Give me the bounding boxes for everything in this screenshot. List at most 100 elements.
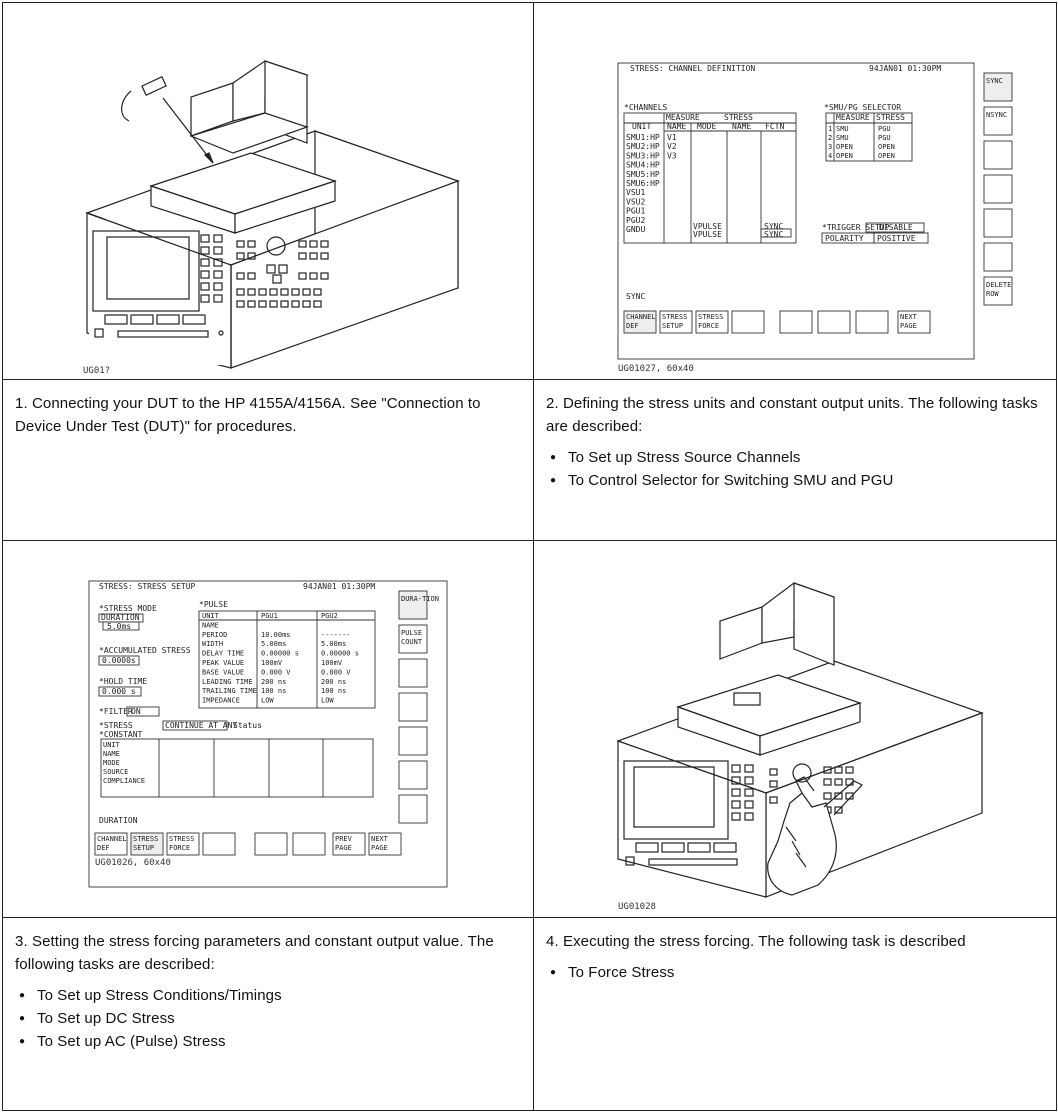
selector-stress-cell: OPEN <box>878 152 895 160</box>
pgu1-value: 5.00ms <box>261 641 286 649</box>
step-4-paragraph: 4. Executing the stress forcing. The fol… <box>546 930 1046 953</box>
list-item: To Set up Stress Conditions/Timings <box>15 984 523 1007</box>
status-text: SYNC <box>626 292 645 301</box>
mode-value: DURATION <box>101 613 140 622</box>
stress-status-suffix: Status <box>233 721 262 730</box>
pulse-param-name: LEADING TIME <box>202 678 253 686</box>
col-measure: MEASURE <box>666 113 700 122</box>
list-item: To Control Selector for Switching SMU an… <box>546 469 1046 492</box>
setup-title: STRESS: STRESS SETUP <box>99 582 196 591</box>
pgu1-value: 100mV <box>261 659 283 667</box>
step-1-paragraph: 1. Connecting your DUT to the HP 4155A/4… <box>15 392 523 438</box>
bottom-key-label: STRESS <box>133 835 158 843</box>
constant-param-name: COMPLIANCE <box>103 777 145 785</box>
unit-cell: VSU1 <box>626 188 645 197</box>
bottom-key-label: PAGE <box>900 322 917 330</box>
pulse-param-name: NAME <box>202 622 219 630</box>
filter-label: *FILTER <box>99 707 133 716</box>
side-key-label: PULSE <box>401 629 422 637</box>
selector-measure-cell: SMU <box>836 125 849 133</box>
step-2-text: 2. Defining the stress units and constan… <box>534 380 1057 541</box>
side-key-label: NSYNC <box>986 111 1007 119</box>
pgu1-value: 0.00000 s <box>261 650 299 658</box>
pulse-param-name: IMPEDANCE <box>202 697 240 705</box>
side-key-label: COUNT <box>401 638 423 646</box>
constant-param-name: UNIT <box>103 741 121 749</box>
bottom-key-label: PAGE <box>371 844 388 852</box>
pgu2-value: 100 ns <box>321 688 346 696</box>
bottom-key-label: STRESS <box>698 313 723 321</box>
bottom-key-label: DEF <box>626 322 639 330</box>
pulse-param-name: UNIT <box>202 612 220 620</box>
pgu1-value: 10.00ms <box>261 631 291 639</box>
bottom-key-label: CHANNEL <box>626 313 656 321</box>
force-stress-illustration: UG01028 <box>534 541 1055 916</box>
bottom-key-label: STRESS <box>169 835 194 843</box>
step-2-paragraph: 2. Defining the stress units and constan… <box>546 392 1046 438</box>
constant-params: UNITNAMEMODESOURCECOMPLIANCE <box>103 741 145 785</box>
pulse-label: *PULSE <box>199 600 228 609</box>
col-stress: STRESS <box>724 113 753 122</box>
pulse-param-name: PEAK VALUE <box>202 659 244 667</box>
bottom-key-label: PREV <box>335 835 353 843</box>
pgu1-value: PGU1 <box>261 612 278 620</box>
constant-param-name: NAME <box>103 750 120 758</box>
pgu2-value: 100mV <box>321 659 343 667</box>
setup-status-text: DURATION <box>99 816 138 825</box>
side-key-label: DURA-TION <box>401 595 439 603</box>
bottom-key-label: NEXT <box>371 835 389 843</box>
list-item: To Set up AC (Pulse) Stress <box>15 1030 523 1053</box>
unit-cell: SMU3:HP <box>626 151 660 160</box>
setup-bottom-key-labels: CHANNELDEFSTRESSSETUPSTRESSFORCEPREVPAGE… <box>97 835 389 852</box>
figure-id-2: UG01027, 60x40 <box>618 364 694 374</box>
measure-name-cell: V2 <box>667 142 677 151</box>
stress-status-label: *STRESS <box>99 721 133 730</box>
constant-label: *CONSTANT <box>99 730 143 739</box>
selector-measure-cell: OPEN <box>836 143 853 151</box>
pgu2-fctn: SYNC <box>764 230 783 239</box>
side-key-label: SYNC <box>986 77 1003 85</box>
pgu1-value: 100 ns <box>261 688 286 696</box>
hold-value: 0.000 s <box>102 687 136 696</box>
pgu2-mode: VPULSE <box>693 230 722 239</box>
list-item: To Set up Stress Source Channels <box>546 446 1046 469</box>
channel-definition-screen: STRESS: CHANNEL DEFINITION 94JAN01 01:30… <box>534 3 1055 378</box>
accum-value: 0.0000s <box>102 656 136 665</box>
constant-param-name: SOURCE <box>103 768 128 776</box>
bottom-key-label: FORCE <box>169 844 190 852</box>
unit-cell: PGU2 <box>626 216 645 225</box>
pgu2-value: PGU2 <box>321 612 338 620</box>
pgu2-value: 5.00ms <box>321 641 346 649</box>
pgu1-value: 200 ns <box>261 678 286 686</box>
screen-datetime: 94JAN01 01:30PM <box>869 64 941 73</box>
side-key-label: DELETE <box>986 281 1011 289</box>
figure-id-1: UG01? <box>83 366 110 376</box>
setup-datetime: 94JAN01 01:30PM <box>303 582 375 591</box>
step-2-bullets: To Set up Stress Source Channels To Cont… <box>546 446 1046 492</box>
list-item: To Set up DC Stress <box>15 1007 523 1030</box>
pulse-param-name: BASE VALUE <box>202 669 244 677</box>
bottom-key-labels: CHANNELDEFSTRESSSETUPSTRESSFORCENEXTPAGE <box>626 313 918 330</box>
stress-status-value: CONTINUE AT ANY <box>165 721 237 730</box>
bottom-key-label: NEXT <box>900 313 918 321</box>
step-4-text: 4. Executing the stress forcing. The fol… <box>534 918 1057 1111</box>
figure-id-4: UG01028 <box>618 902 656 912</box>
figure-connect-dut: UG01? <box>3 3 534 380</box>
selector-row-number: 2 <box>828 134 832 142</box>
side-key-label: ROW <box>986 290 999 298</box>
bottom-key-label: FORCE <box>698 322 719 330</box>
trigger-value: DISABLE <box>879 223 913 232</box>
step-1-text: 1. Connecting your DUT to the HP 4155A/4… <box>3 380 534 541</box>
unit-cell: SMU4:HP <box>626 161 660 170</box>
polarity-label: POLARITY <box>825 234 864 243</box>
channels-label: *CHANNELS <box>624 103 668 112</box>
measure-name-cell: V3 <box>667 151 677 160</box>
pgu2-value: 200 ns <box>321 678 346 686</box>
col-unit: UNIT <box>632 122 651 131</box>
measure-name-cell: V1 <box>667 133 677 142</box>
